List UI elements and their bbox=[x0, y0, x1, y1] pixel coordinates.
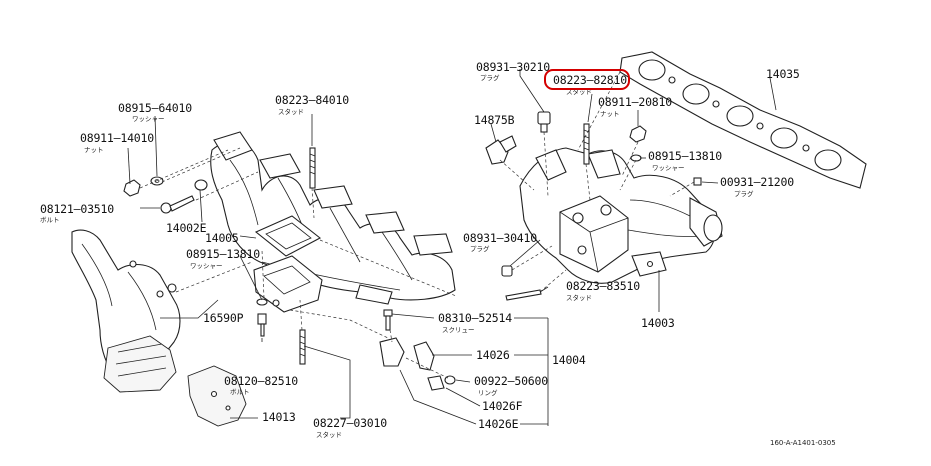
note-screw: スクリュー bbox=[442, 326, 475, 334]
label-14003: 14003 bbox=[641, 316, 675, 330]
gasket-14005 bbox=[254, 215, 322, 257]
label-08911-20810: 08911–20810 bbox=[598, 95, 672, 109]
note-bolt-2: ボルト bbox=[230, 388, 250, 396]
note-washer-2: ワッシャー bbox=[190, 262, 223, 270]
right-assembly-lines bbox=[499, 71, 695, 293]
label-08911-14010: 08911–14010 bbox=[80, 131, 154, 145]
label-14026F: 14026F bbox=[482, 399, 523, 413]
label-14035: 14035 bbox=[766, 67, 800, 81]
note-stud-1: スタッド bbox=[278, 107, 304, 116]
label-08223-83510: 08223–83510 bbox=[566, 279, 640, 293]
label-08120-82510: 08120–82510 bbox=[224, 374, 298, 388]
left-fasteners bbox=[123, 147, 456, 391]
label-08931-30210: 08931–30210 bbox=[476, 60, 550, 74]
left-assembly-lines bbox=[139, 147, 457, 379]
label-08915-13810-left: 08915–13810 bbox=[186, 247, 260, 261]
flange-plate bbox=[253, 255, 323, 313]
gasket-14035 bbox=[619, 51, 867, 189]
figure-reference: 160-A-A1401-0305 bbox=[770, 439, 836, 447]
label-08915-64010: 08915–64010 bbox=[118, 101, 192, 115]
label-00922-50600: 00922–50600 bbox=[474, 374, 548, 388]
note-plug-3: プラグ bbox=[470, 244, 490, 253]
label-14005: 14005 bbox=[205, 231, 239, 245]
label-08223-82810: 08223–82810 bbox=[553, 73, 627, 87]
right-fasteners bbox=[485, 111, 702, 301]
note-washer-3: ワッシャー bbox=[652, 164, 685, 172]
cover-plate-14013 bbox=[187, 365, 247, 427]
note-plug-1: プラグ bbox=[480, 73, 500, 82]
label-08931-30410: 08931–30410 bbox=[463, 231, 537, 245]
label-08223-84010: 08223–84010 bbox=[275, 93, 349, 107]
heat-shield-16590P bbox=[71, 229, 181, 393]
part-labels: 08915–64010 ワッシャー 08911–14010 ナット 08223–… bbox=[40, 60, 836, 447]
label-14002E: 14002E bbox=[166, 221, 207, 235]
note-stud-3: スタッド bbox=[566, 87, 592, 96]
intake-manifold-14003 bbox=[519, 147, 723, 284]
label-08310-52514: 08310–52514 bbox=[438, 311, 512, 325]
exhaust-manifold-14004 bbox=[210, 131, 456, 305]
label-14875B: 14875B bbox=[474, 113, 515, 127]
note-nut-2: ナット bbox=[600, 110, 620, 118]
note-washer-1: ワッシャー bbox=[132, 115, 165, 123]
label-08227-03010: 08227–03010 bbox=[313, 416, 387, 430]
note-plug-2: プラグ bbox=[734, 189, 754, 198]
note-stud-4: スタッド bbox=[566, 293, 592, 302]
label-08121-03510: 08121–03510 bbox=[40, 202, 114, 216]
label-14004: 14004 bbox=[552, 353, 586, 367]
label-14013: 14013 bbox=[262, 410, 296, 424]
note-stud-2: スタッド bbox=[316, 430, 342, 439]
note-ring: リング bbox=[478, 388, 498, 397]
label-16590P: 16590P bbox=[203, 311, 244, 325]
leader-lines bbox=[127, 69, 777, 426]
highlight-08223-82810 bbox=[544, 69, 630, 90]
label-14026E: 14026E bbox=[478, 417, 519, 431]
note-bolt-1: ボルト bbox=[40, 216, 60, 224]
label-08915-13810-right: 08915–13810 bbox=[648, 149, 722, 163]
label-00931-21200: 00931–21200 bbox=[720, 175, 794, 189]
label-14026: 14026 bbox=[476, 348, 510, 362]
note-nut-1: ナット bbox=[84, 146, 104, 154]
